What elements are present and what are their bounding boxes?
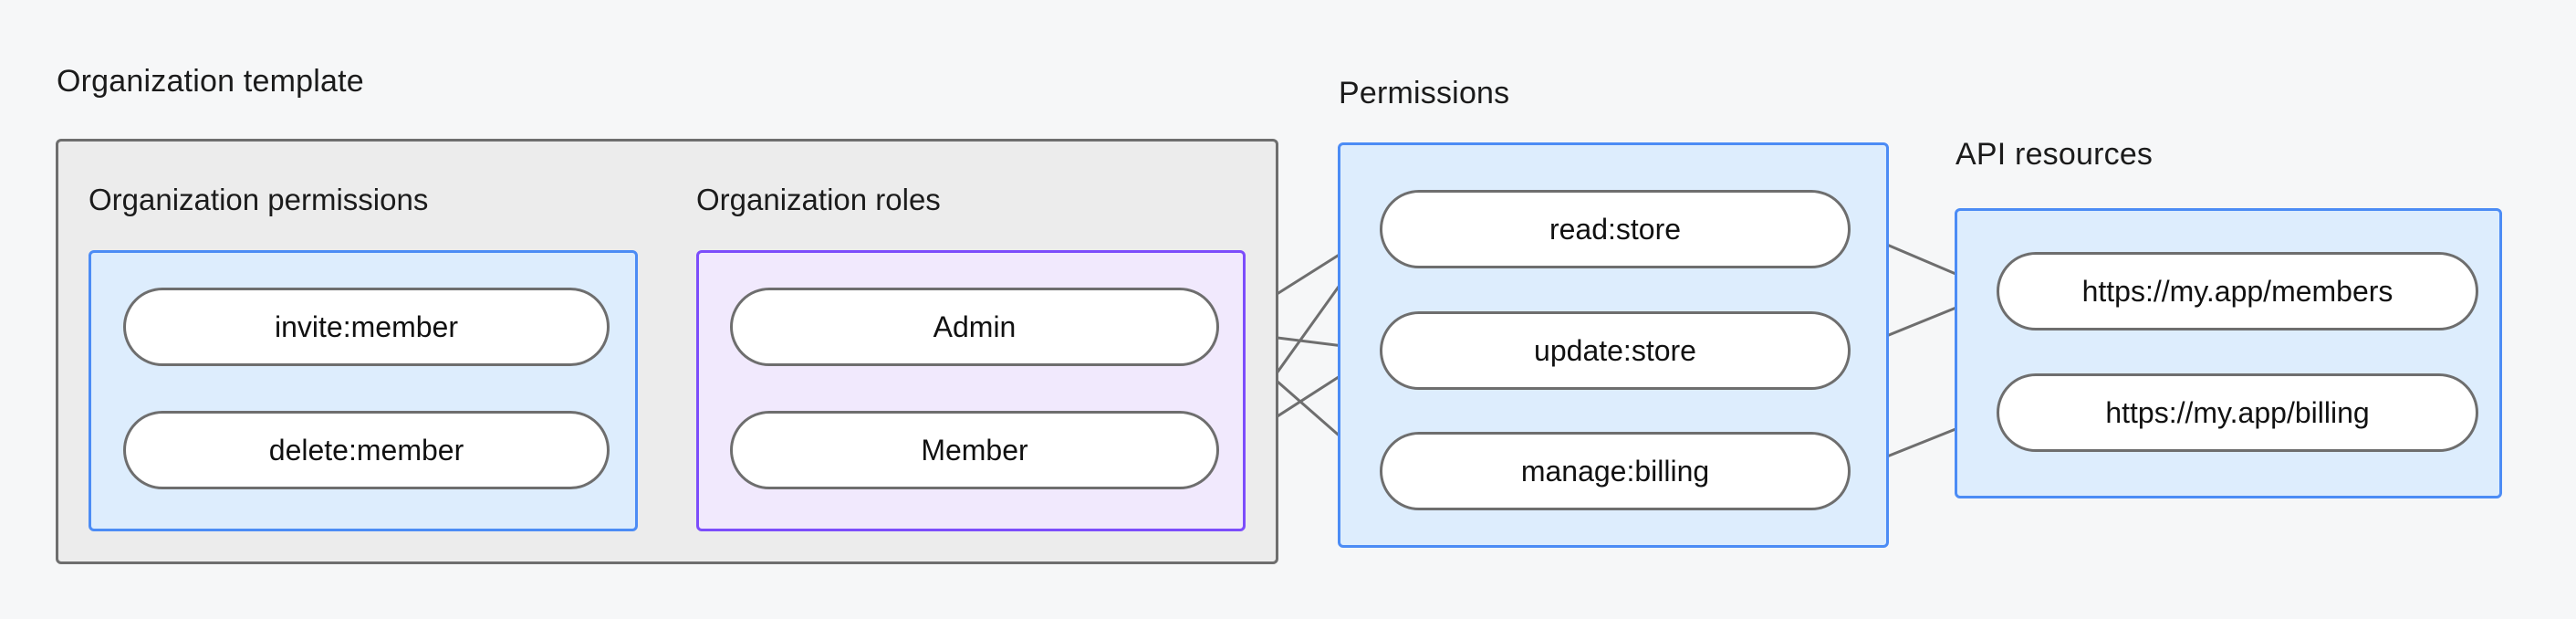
node-update-store[interactable]: update:store <box>1380 311 1851 390</box>
organization-template-title: Organization template <box>57 64 364 99</box>
node-member[interactable]: Member <box>730 411 1219 489</box>
node-manage-billing[interactable]: manage:billing <box>1380 432 1851 510</box>
api-resources-title: API resources <box>1955 137 2154 172</box>
organization-permissions-title: Organization permissions <box>89 183 429 216</box>
permissions-title: Permissions <box>1339 76 1510 110</box>
node-delete-member[interactable]: delete:member <box>123 411 610 489</box>
node-invite-member[interactable]: invite:member <box>123 288 610 366</box>
node-admin[interactable]: Admin <box>730 288 1219 366</box>
node-read-store[interactable]: read:store <box>1380 190 1851 268</box>
node-billing-url[interactable]: https://my.app/billing <box>1997 373 2478 452</box>
organization-roles-title: Organization roles <box>696 183 941 216</box>
node-members-url[interactable]: https://my.app/members <box>1997 252 2478 330</box>
